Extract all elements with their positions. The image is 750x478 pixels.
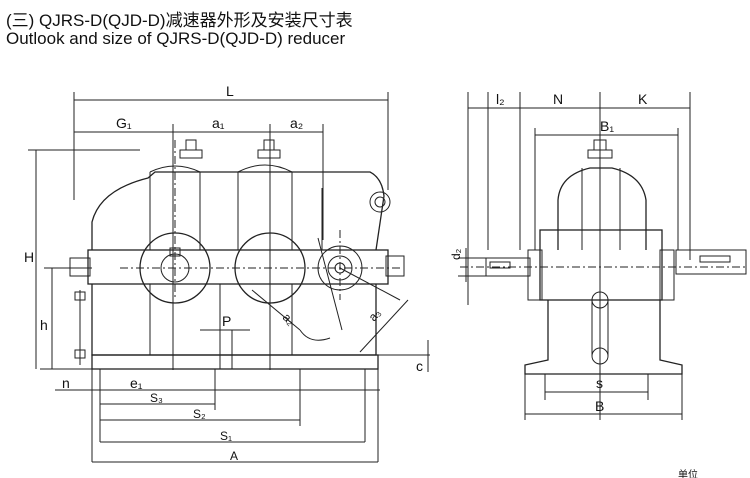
side-view bbox=[458, 92, 747, 420]
front-view bbox=[28, 92, 430, 463]
dim-K: K bbox=[638, 91, 648, 107]
dim-N: N bbox=[553, 91, 563, 107]
dim-n: n bbox=[62, 375, 70, 391]
title-cn: (三) QJRS-D(QJD-D)减速器外形及安装尺寸表 bbox=[6, 11, 353, 30]
dim-A: A bbox=[230, 449, 238, 463]
dim-s: s bbox=[596, 375, 603, 391]
dim-L: L bbox=[226, 83, 234, 99]
dim-a2: a₂ bbox=[290, 115, 303, 131]
dim-B: B bbox=[595, 398, 604, 414]
dim-h: h bbox=[40, 317, 48, 333]
dim-d2: d₂ bbox=[449, 248, 463, 260]
side-view-labels: l₂ N K B₁ d₂ s B bbox=[449, 91, 648, 414]
dim-G1: G₁ bbox=[116, 115, 132, 131]
dim-a1: a₁ bbox=[212, 115, 225, 131]
front-view-labels: L G₁ a₁ a₂ H h P a₂ a₃ c n e₁ S₃ S₂ S₁ A bbox=[24, 83, 423, 463]
dim-H: H bbox=[24, 249, 34, 265]
unit-note: 单位 bbox=[678, 468, 698, 478]
dim-c: c bbox=[416, 358, 423, 374]
dim-S3: S₃ bbox=[150, 391, 163, 405]
dim-a3-diagonal: a₃ bbox=[366, 306, 384, 324]
dim-S1: S₁ bbox=[220, 429, 232, 443]
dim-P: P bbox=[222, 313, 231, 329]
title-en: Outlook and size of QJRS-D(QJD-D) reduce… bbox=[6, 29, 346, 48]
dim-B1: B₁ bbox=[600, 118, 614, 134]
dim-S2: S₂ bbox=[193, 407, 206, 421]
dim-e1: e₁ bbox=[130, 375, 143, 391]
dim-l2: l₂ bbox=[496, 91, 505, 107]
